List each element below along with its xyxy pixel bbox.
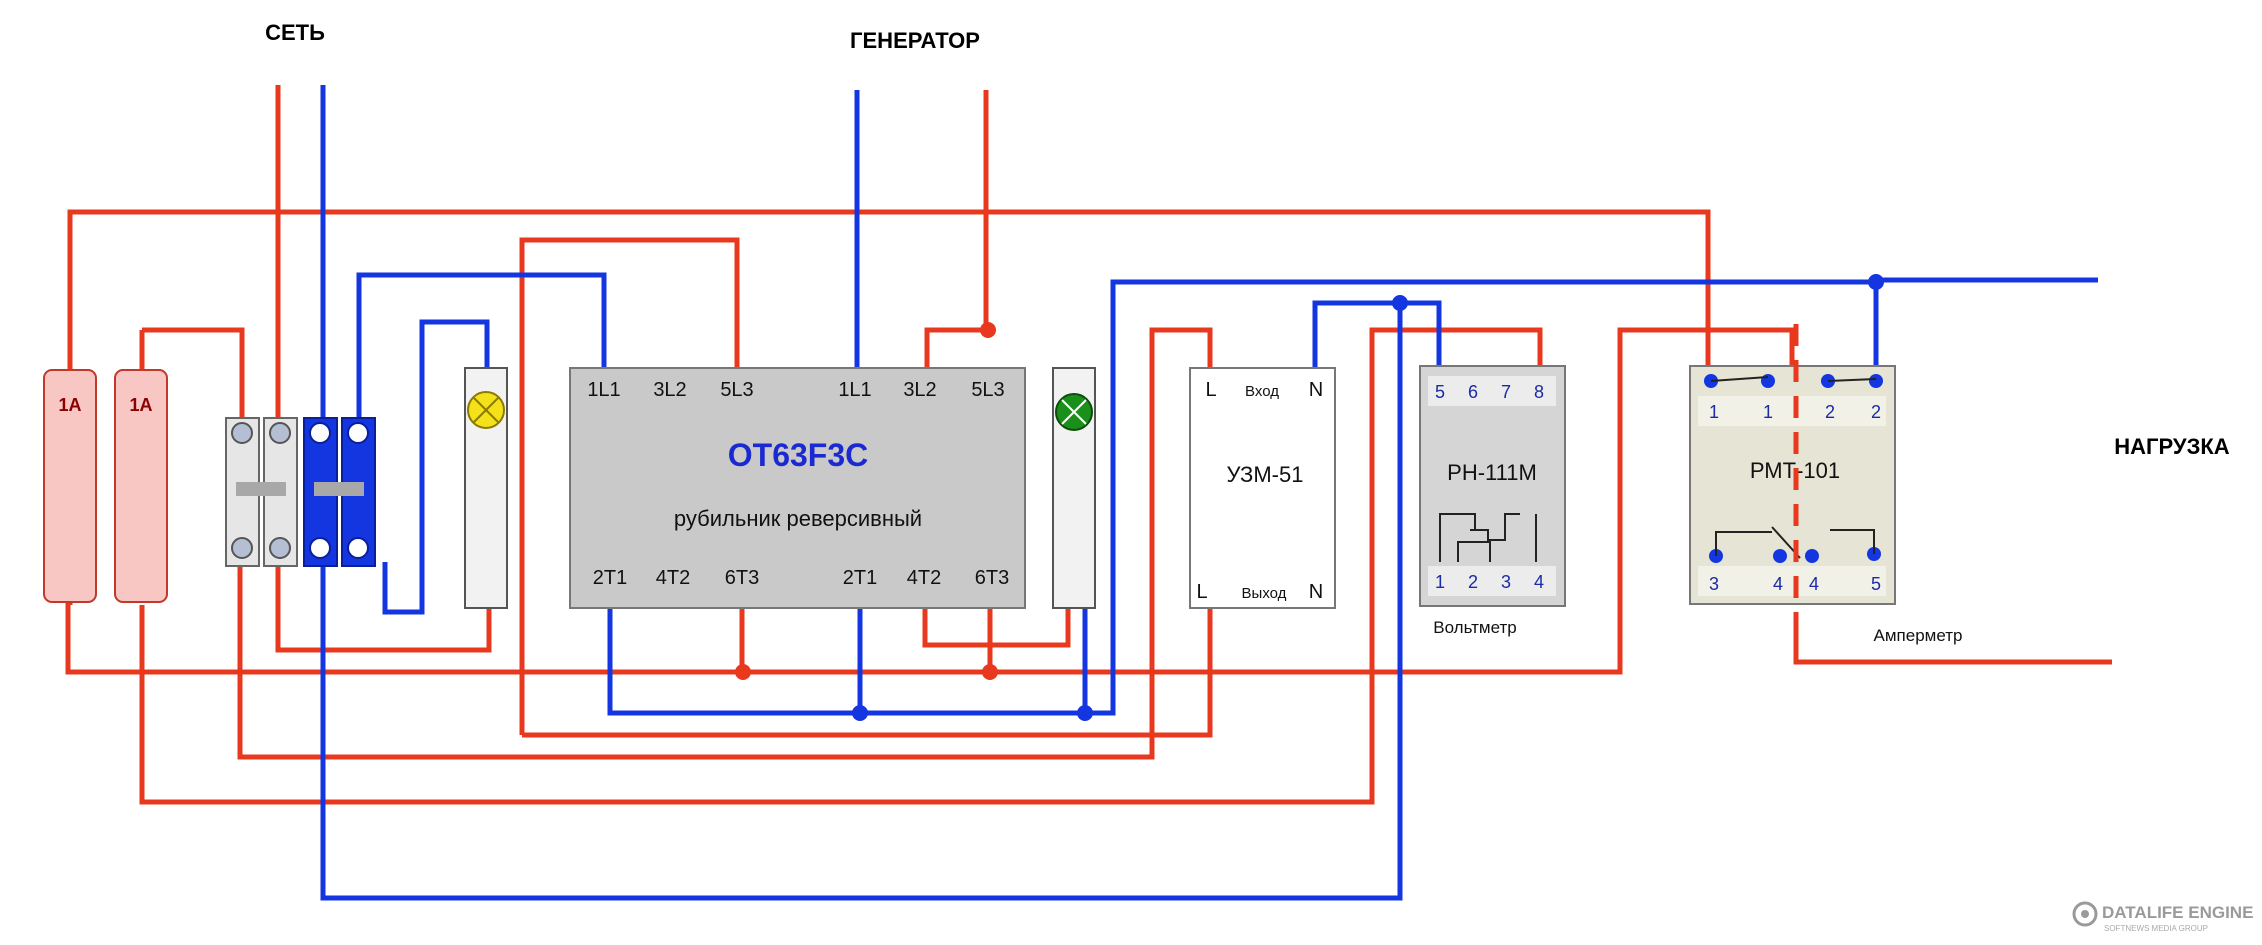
rn-111m-relay: 5 6 7 8 РН-111М 1 2 3 4 [1419,365,1566,607]
rn-terminal: 2 [1468,572,1478,592]
label-generator: ГЕНЕРАТОР [850,28,980,53]
uzm-terminal-l-in: L [1205,379,1216,401]
switch-terminal: 3L2 [653,379,686,401]
junction-dot [1868,274,1884,290]
rmt-terminal: 2 [1825,402,1835,422]
wire-load-phase [1793,612,2112,665]
switch-terminal: 2T1 [843,567,877,589]
rn-terminal: 1 [1435,572,1445,592]
rmt-terminal: 4 [1773,574,1783,594]
switch-terminal: 5L3 [971,379,1004,401]
wire-generator-phase [924,90,989,372]
rmt-terminal: 4 [1809,574,1819,594]
fuse-rating: 1A [58,395,81,415]
wire-fuse2-breaker [142,327,245,420]
wire-grid-phase [275,85,492,653]
switch-terminal: 1L1 [838,379,871,401]
junctions [735,274,1884,721]
fuse-1: 1A [43,369,97,603]
uzm-terminal-n-out: N [1309,581,1323,603]
wire-load-bottom [65,327,1795,675]
junction-dot [735,664,751,680]
wire-switch-5l3 [519,237,740,735]
switch-terminal: 5L3 [720,379,753,401]
junction-dot [852,705,868,721]
indicator-lamp-generator [1052,367,1096,609]
wire-breaker-uzm [237,327,1213,760]
wire-2t1-loop [607,608,1088,716]
wire-breaker-1l1 [356,272,607,420]
relay-contacts-icon [1439,513,1537,562]
label-grid: СЕТЬ [265,20,325,45]
switch-description: рубильник реверсивный [674,506,922,531]
switch-model: OT63F3C [728,437,868,473]
junction-dot [1392,295,1408,311]
rn-model: РН-111М [1447,460,1537,485]
wire-4t2-right [922,608,1071,648]
contact-dot [1773,549,1787,563]
rn-caption: Вольтметр [1433,618,1516,637]
switch-terminal: 3L2 [903,379,936,401]
rn-terminal: 3 [1501,572,1511,592]
watermark-brand: DATALIFE ENGINE [2102,903,2253,922]
rmt-terminal: 1 [1709,402,1719,422]
junction-dot [982,664,998,680]
rmt-terminal: 3 [1709,574,1719,594]
fuse-rating: 1A [129,395,152,415]
junction-dot [1077,705,1093,721]
uzm-terminal-n-in: N [1309,379,1323,401]
label-load: НАГРУЗКА [2114,434,2230,459]
rn-terminal: 8 [1534,382,1544,402]
rn-terminal: 4 [1534,572,1544,592]
uzm-model: УЗМ-51 [1227,462,1304,487]
switch-terminal: 4T2 [907,567,941,589]
fuse-2: 1A [114,369,168,603]
rmt-caption: Амперметр [1874,626,1963,645]
uzm-51-device: L Вход N УЗМ-51 L Выход N [1189,367,1336,609]
uzm-input-label: Вход [1245,383,1279,400]
watermark-logo-icon [2072,901,2098,927]
breaker-neutral-poles [303,417,376,567]
switch-terminal: 2T1 [593,567,627,589]
watermark: DATALIFE ENGINE SOFTNEWS MEDIA GROUP [2072,901,2253,933]
switch-terminal: 6T3 [975,567,1009,589]
rn-terminal: 5 [1435,382,1445,402]
rn-terminal: 6 [1468,382,1478,402]
breaker-phase-poles [225,417,298,567]
contact-dot [1805,549,1819,563]
wire-breaker-lamp [382,319,490,615]
switch-terminal: 4T2 [656,567,690,589]
contact-link [1710,376,1877,382]
uzm-output-label: Выход [1242,585,1287,602]
rn-terminal: 7 [1501,382,1511,402]
wire-fuse2-rn [139,327,1543,805]
contact-dot [1761,374,1775,388]
watermark-sub: SOFTNEWS MEDIA GROUP [2104,924,2208,933]
rmt-101-relay: 1 1 2 2 РМТ-101 3 4 4 5 [1689,365,1896,605]
switch-terminal: 6T3 [725,567,759,589]
switch-terminal: 1L1 [587,379,620,401]
junction-dot [980,322,996,338]
rmt-terminal: 2 [1871,402,1881,422]
wire-neutral-bus [1085,279,1879,716]
wire-uzm-out [522,608,1213,738]
wire-uzm-rn-neutral [1312,300,1442,372]
indicator-lamp-grid [464,367,508,609]
changeover-switch: 1L1 3L2 5L3 1L1 3L2 5L3 OT63F3C рубильни… [569,367,1026,609]
contact-dot [1869,374,1883,388]
uzm-terminal-l-out: L [1196,581,1207,603]
rmt-terminal: 5 [1871,574,1881,594]
rmt-terminal: 1 [1763,402,1773,422]
